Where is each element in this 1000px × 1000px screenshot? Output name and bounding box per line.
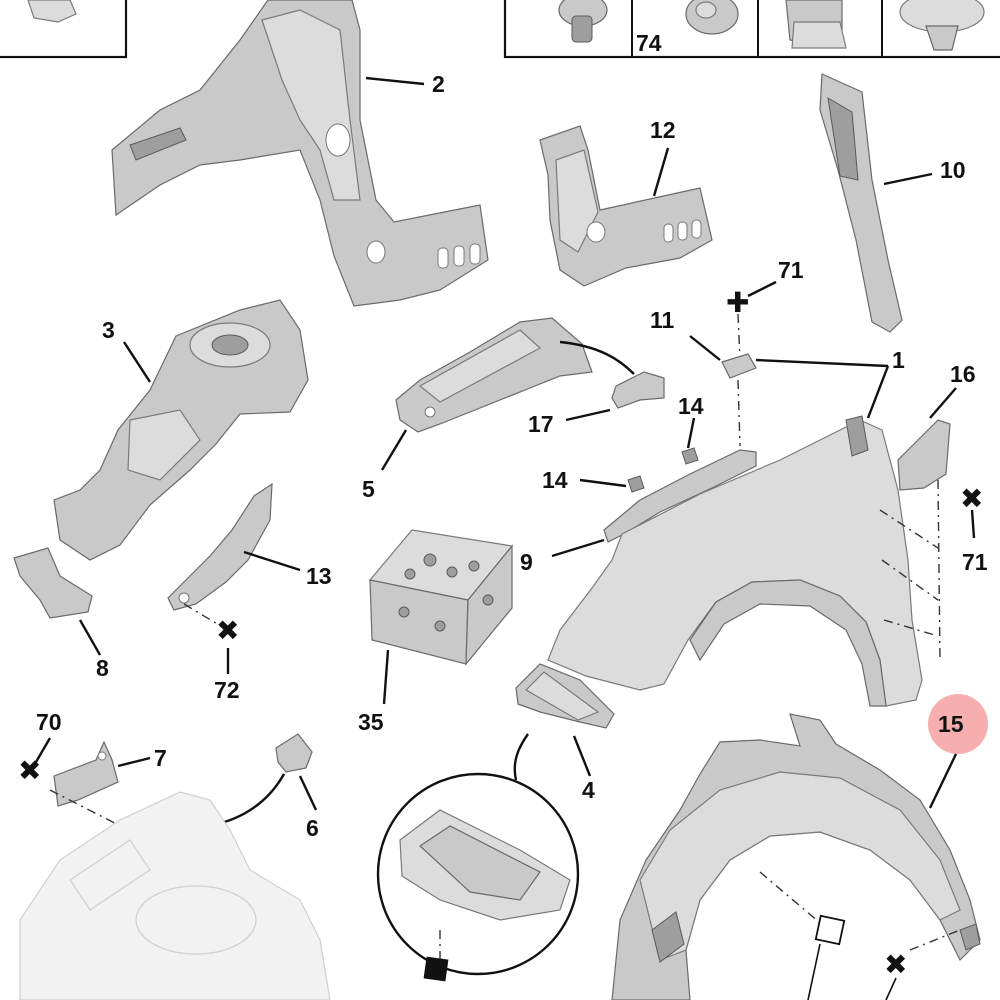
callout-4: 4 [582,777,595,803]
part-35-hardware-kit [368,529,514,666]
fastener-x-icon: ✖ [216,614,239,647]
callout-5: 5 [362,476,375,502]
square-fastener-icon [423,956,449,982]
callout-15: 15 [938,711,964,737]
callout-7: 7 [154,745,167,771]
part-6-clip-bracket [275,733,313,773]
fastener-x-icon: ✖ [884,948,907,981]
callout-1: 1 [892,347,905,373]
clip-icon [558,0,608,43]
callout-16: 16 [950,361,976,387]
part-9-fender-mounting-strip [603,449,757,543]
callout-8: 8 [96,655,109,681]
fastener-inset-strip: 74 [503,0,1000,59]
part-15-wheel-arch-liner [611,713,981,1000]
fastener-plus-icon: ✚ [726,286,749,319]
callout-13: 13 [306,563,332,589]
part-3-strut-tower-housing [53,299,309,561]
part-11-clip [721,353,757,379]
fastener-x-icon: ✖ [960,482,983,515]
push-rivet-icon [685,0,739,35]
callout-11: 11 [650,307,675,333]
part-7-small-plate [53,740,119,807]
callout-2: 2 [432,71,445,97]
part-2-pillar-side-member [111,0,489,307]
callout-70: 70 [36,709,62,735]
callout-72: 72 [214,677,240,703]
expansion-clip-icon [899,0,985,51]
callout-14-upper: 14 [678,393,704,419]
clip-14-upper [681,447,699,465]
part-17-small-bracket [611,371,665,409]
part-1-front-fender [547,415,923,707]
callout-9: 9 [520,549,533,575]
part-8-small-bracket [13,547,93,619]
callout-35: 35 [358,709,384,735]
part-16-fender-trim [897,419,951,491]
callout-14-lower: 14 [542,467,568,493]
part-10-vertical-reinforcement [819,73,903,333]
detail-magnifier-circle [376,772,580,982]
clip-14-lower [627,475,645,493]
top-left-inset-panel [0,0,128,59]
callout-6: 6 [306,815,319,841]
square-clip-icon [814,914,846,946]
callout-10: 10 [940,157,966,183]
fastener-x-icon: ✖ [18,754,41,787]
part-4-mounting-bracket [515,663,615,729]
callout-3: 3 [102,317,115,343]
callout-74: 74 [636,30,662,56]
part-13-support-bracket [167,482,273,611]
callout-12: 12 [650,117,676,143]
callout-71-top: 71 [778,257,804,283]
body-context-ghost [19,791,331,1000]
part-12-lower-bracket [539,125,713,287]
part-5-upper-rail [395,317,593,433]
bracket-clip-icon [785,0,847,49]
highlight-circle [928,694,988,754]
callout-71-right: 71 [962,549,988,575]
callout-17: 17 [528,411,554,437]
